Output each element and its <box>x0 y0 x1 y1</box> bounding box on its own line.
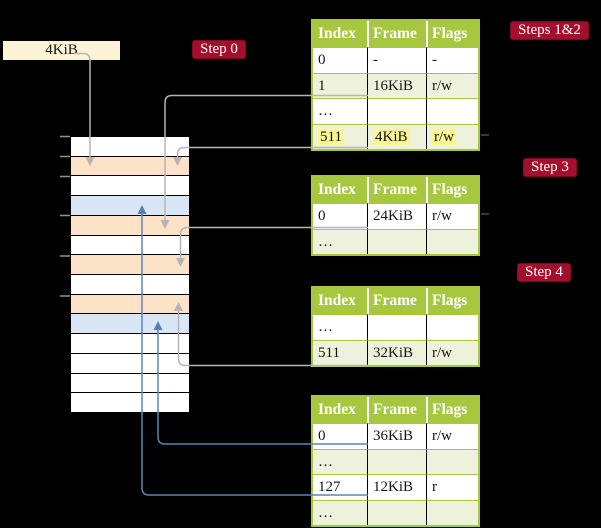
table-cell: r/w <box>426 203 478 229</box>
connector-stubs <box>481 134 489 215</box>
memory-row <box>71 352 189 373</box>
table-cell <box>367 314 426 340</box>
column-header-flags: Flags <box>426 21 478 47</box>
memory-ticks <box>60 135 70 297</box>
table-cell: r/w <box>426 339 478 365</box>
table-cell: 0 <box>313 203 367 229</box>
column-header-index: Index <box>313 288 367 314</box>
column-header-index: Index <box>313 397 367 423</box>
table-cell: 32KiB <box>367 339 426 365</box>
memory-row <box>71 137 189 156</box>
badge-step-3: Step 3 <box>523 158 577 177</box>
highlight-text: 4KiB <box>373 128 410 145</box>
badge-steps-1-2: Steps 1&2 <box>510 21 589 40</box>
memory-row <box>71 195 189 215</box>
column-header-index: Index <box>313 177 367 203</box>
memory-row <box>71 293 189 314</box>
table-cell: 36KiB <box>367 423 426 449</box>
table-cell <box>426 228 478 254</box>
table-cell-highlighted: 4KiB <box>367 123 426 149</box>
memory-row <box>71 274 189 294</box>
column-header-index: Index <box>313 21 367 47</box>
table-cell: 16KiB <box>367 72 426 98</box>
column-header-frame: Frame <box>367 21 426 47</box>
table-cell: … <box>313 98 367 124</box>
table-cell: 24KiB <box>367 203 426 229</box>
column-header-flags: Flags <box>426 177 478 203</box>
table-cell: … <box>313 448 367 474</box>
table-cell: - <box>367 47 426 73</box>
table-cell: r/w <box>426 423 478 449</box>
column-header-frame: Frame <box>367 177 426 203</box>
memory-row <box>71 155 189 176</box>
memory-row <box>71 392 189 413</box>
highlight-text: r/w <box>432 128 456 145</box>
badge-step-0: Step 0 <box>192 40 246 59</box>
table-cell: 1 <box>313 72 367 98</box>
table-cell <box>367 98 426 124</box>
memory-row <box>71 234 189 255</box>
page-table-level1: Index Frame Flags 0 36KiB r/w … 127 12Ki… <box>311 395 480 527</box>
physical-memory <box>70 136 190 413</box>
table-cell: 12KiB <box>367 474 426 500</box>
table-cell: … <box>313 499 367 525</box>
column-header-flags: Flags <box>426 288 478 314</box>
table-cell: - <box>426 47 478 73</box>
frame-size-box: 4KiB <box>3 41 120 60</box>
table-cell: … <box>313 314 367 340</box>
memory-row <box>71 333 189 353</box>
badge-step-4: Step 4 <box>517 263 571 282</box>
memory-row <box>71 175 189 196</box>
table-cell <box>426 499 478 525</box>
table-cell <box>367 228 426 254</box>
table-cell <box>426 314 478 340</box>
table-cell <box>367 499 426 525</box>
table-cell-highlighted: r/w <box>426 123 478 149</box>
table-cell <box>367 448 426 474</box>
memory-row <box>71 313 189 334</box>
memory-row <box>71 254 189 275</box>
table-cell: r <box>426 474 478 500</box>
column-header-frame: Frame <box>367 288 426 314</box>
table-cell: r/w <box>426 72 478 98</box>
memory-row <box>71 214 189 235</box>
table-cell <box>426 98 478 124</box>
highlight-text: 511 <box>318 128 344 145</box>
table-cell-highlighted: 511 <box>313 123 367 149</box>
column-header-frame: Frame <box>367 397 426 423</box>
table-cell: 0 <box>313 47 367 73</box>
page-table-level4: Index Frame Flags 0 - - 1 16KiB r/w … 51… <box>311 19 480 151</box>
memory-row <box>71 372 189 393</box>
table-cell: 0 <box>313 423 367 449</box>
table-cell: 511 <box>313 339 367 365</box>
table-cell: … <box>313 228 367 254</box>
column-header-flags: Flags <box>426 397 478 423</box>
table-cell <box>426 448 478 474</box>
page-table-level2: Index Frame Flags … 511 32KiB r/w <box>311 286 480 367</box>
page-table-level3: Index Frame Flags 0 24KiB r/w … <box>311 175 480 256</box>
table-cell: 127 <box>313 474 367 500</box>
